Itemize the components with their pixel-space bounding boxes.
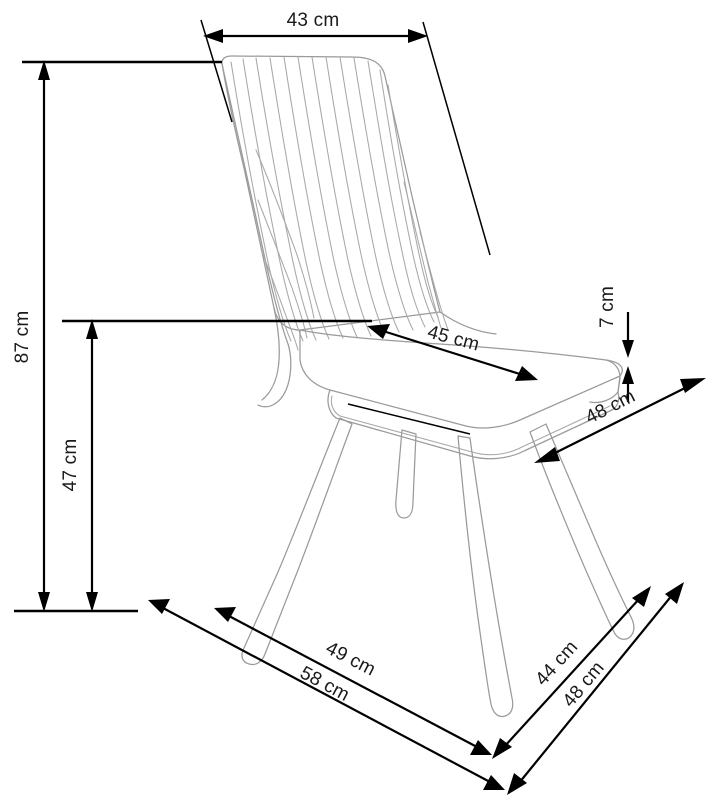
arrow-left-45	[367, 324, 390, 339]
arrow-down-47	[86, 592, 98, 612]
dimension-leg-span-front-inner: 49 cm	[214, 607, 492, 755]
dimension-cushion-thickness: 7 cm	[597, 286, 634, 402]
dimension-seat-height: 47 cm	[60, 319, 372, 612]
dimension-label-seat-depth: 48 cm	[582, 386, 639, 429]
arrow-bl-44	[492, 738, 512, 759]
arrow-down-7	[622, 340, 634, 358]
chair-legs	[241, 417, 635, 718]
arrow-right-43	[408, 29, 428, 43]
dimension-label-seat-width: 45 cm	[425, 322, 481, 356]
arrow-right-48-depth	[680, 378, 706, 393]
dimension-seat-width: 45 cm	[367, 322, 538, 381]
arrow-right-58	[483, 775, 505, 790]
dimension-label-seat-height: 47 cm	[60, 439, 81, 492]
dimension-backrest-width: 43 cm	[200, 10, 491, 256]
arrow-bl-48-outer	[507, 773, 527, 795]
dimension-label-total-height: 87 cm	[12, 311, 33, 364]
arrow-up-7	[622, 366, 634, 384]
dimension-seat-depth: 48 cm	[534, 378, 706, 463]
arrow-right-49	[470, 740, 492, 755]
chair-illustration	[221, 55, 635, 718]
dimension-footprint-side-outer: 48 cm	[507, 582, 684, 795]
arrow-right-45	[515, 366, 538, 381]
dimension-label-footprint-front-outer: 58 cm	[296, 662, 352, 705]
arrow-up-47	[86, 319, 98, 339]
backrest-channel-tufting	[230, 56, 449, 351]
arrow-left-58	[148, 599, 170, 614]
arrow-up-87	[38, 60, 50, 80]
arrow-left-49	[214, 607, 236, 622]
dimension-footprint-front-outer: 58 cm	[148, 599, 505, 790]
dimension-total-height: 87 cm	[12, 60, 222, 613]
dimension-label-backrest-width: 43 cm	[287, 10, 340, 31]
arrow-left-43	[203, 29, 223, 43]
arrow-tr-44	[632, 586, 651, 607]
dimension-leg-span-side-inner: 44 cm	[492, 586, 651, 759]
arrow-down-87	[38, 592, 50, 612]
dimension-label-leg-span-front-inner: 49 cm	[322, 638, 379, 681]
arrow-left-48-depth	[534, 447, 560, 463]
arrow-tr-48-outer	[665, 582, 684, 604]
dimension-label-cushion-thickness: 7 cm	[597, 286, 618, 328]
